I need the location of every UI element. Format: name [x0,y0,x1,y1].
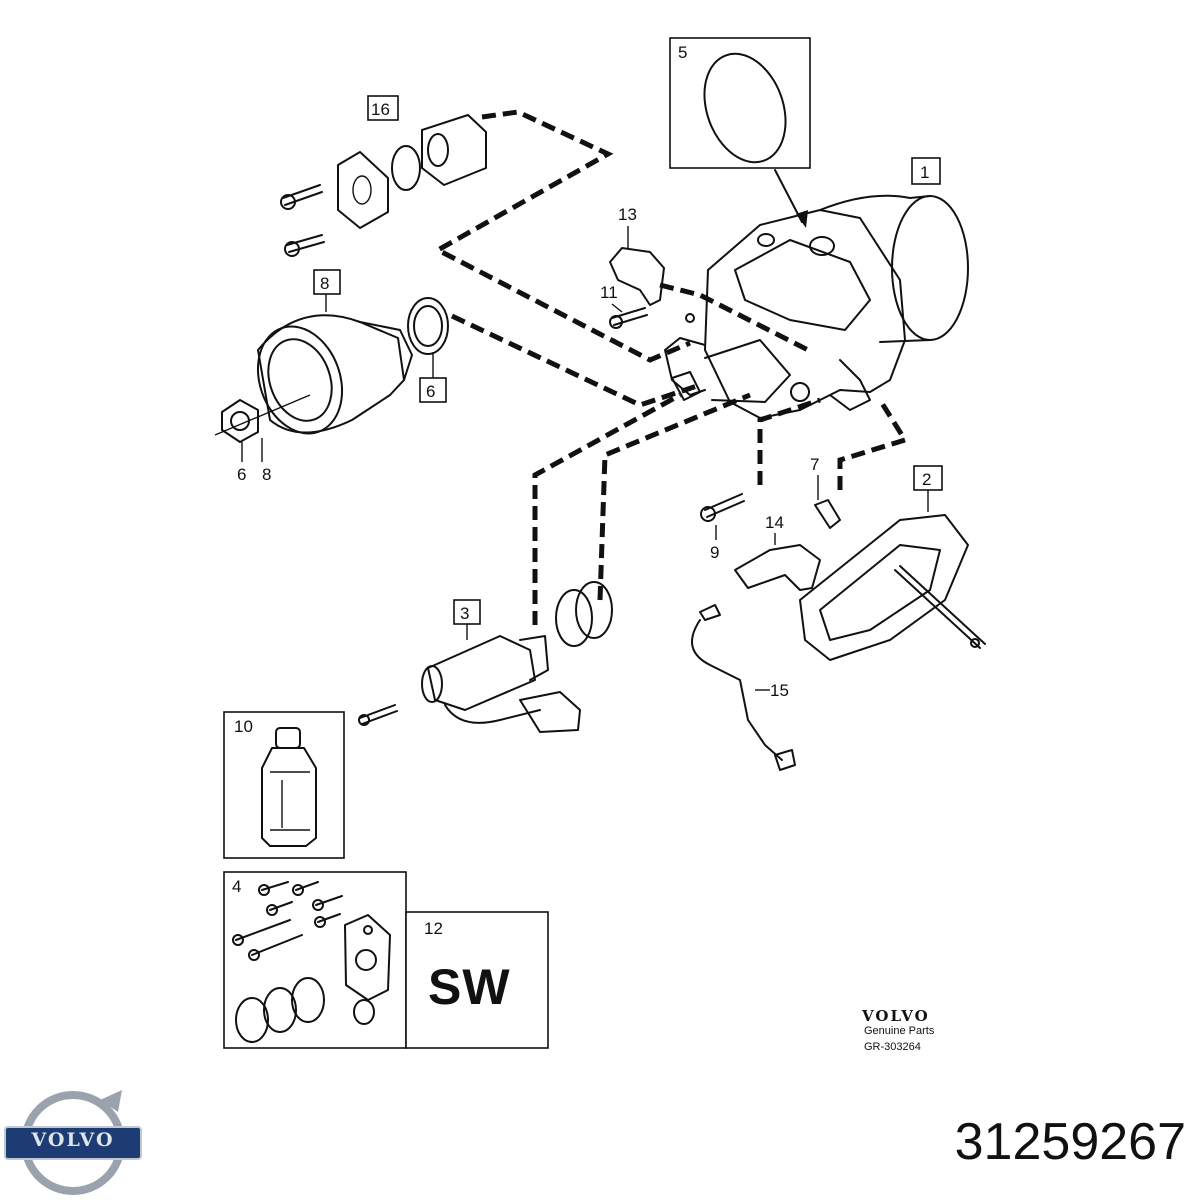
callout-3: 3 [460,604,469,623]
callout-15: 15 [770,681,789,700]
part-12-software-box: 12 [405,911,549,1049]
callout-5: 5 [678,43,687,62]
volvo-logo-text: VOLVO [31,1129,115,1151]
parts-9-7-14-15-2: 9 7 14 15 2 [691,455,986,771]
callout-2: 2 [922,470,931,489]
part-4-repair-kit: 4 [223,871,407,1049]
part-10-fluid-bottle: 10 [223,711,345,859]
callout-6-lower: 6 [237,465,246,484]
callout-13: 13 [618,205,637,224]
software-label: SW [428,959,511,1015]
callout-1: 1 [920,163,929,182]
diagram-code: GR-303264 [864,1041,921,1053]
callout-7: 7 [810,455,819,474]
callout-11: 11 [600,283,618,302]
callout-8-top: 8 [320,274,329,293]
callout-14: 14 [765,513,784,532]
callout-10: 10 [234,717,253,736]
callout-4: 4 [232,877,241,896]
part-5-oring: 5 [669,37,811,228]
callout-8-lower: 8 [262,465,271,484]
part-8-housing: 8 6 6 8 [214,269,449,484]
part-number: 31259267 [954,1113,1186,1171]
genuine-parts-text: Genuine Parts [864,1025,935,1037]
volvo-brand-text: VOLVO [862,1007,930,1025]
callout-16: 16 [371,100,390,119]
callout-6-box: 6 [426,382,435,401]
callout-9: 9 [710,543,719,562]
callout-12: 12 [424,919,443,938]
volvo-logo [4,1090,142,1195]
parts-13-11-bracket-bolt: 13 11 [600,205,665,329]
part-3-actuator: 3 [358,581,613,733]
part-1-main-unit: 1 [664,157,969,419]
assembly-guide-lines [432,109,909,625]
part-16-filter-assembly: 16 [280,95,487,257]
